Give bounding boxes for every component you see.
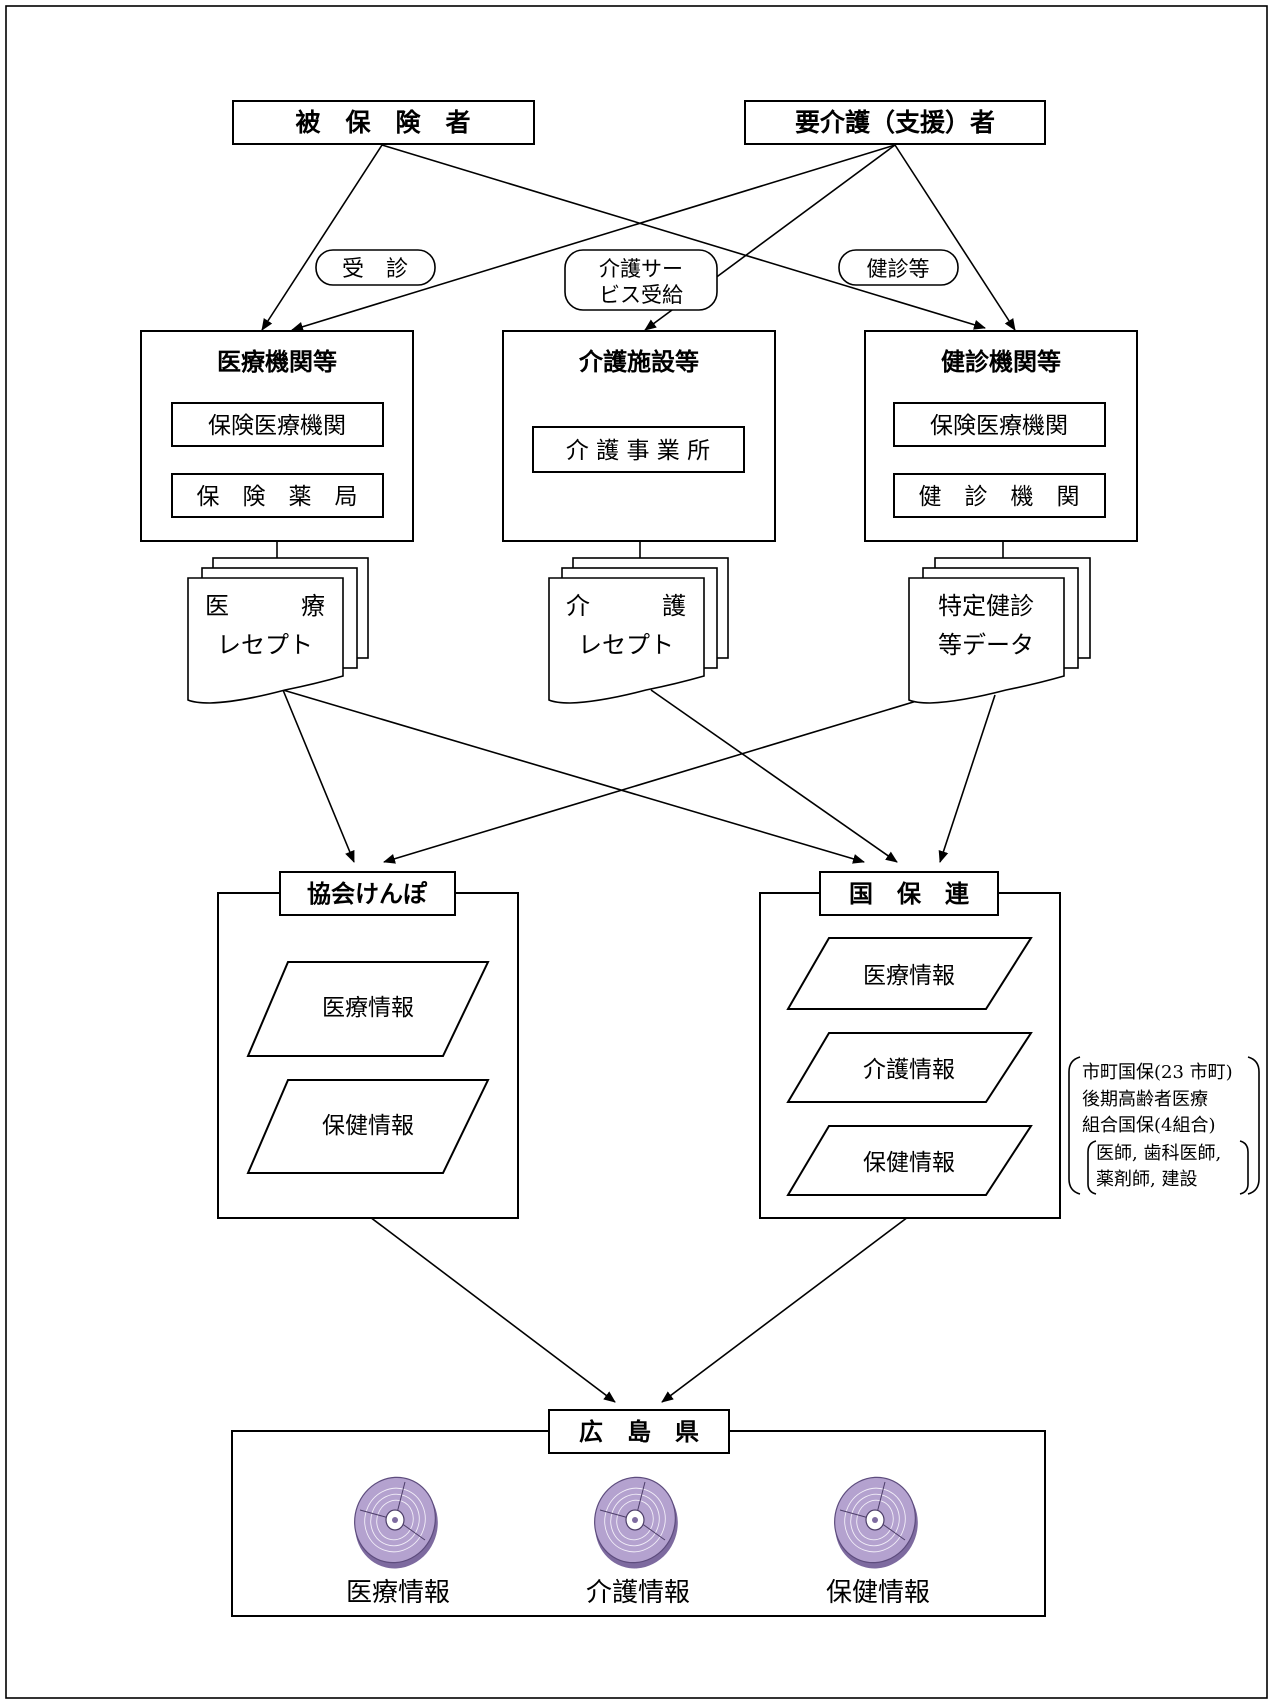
prefecture-item-3: 保健情報 (826, 1578, 930, 1608)
checkup-data-line-2: 等データ (938, 631, 1034, 659)
checkup-tag: 健診等 (838, 249, 959, 286)
checkup-data-line-1: 特定健診 (938, 592, 1034, 620)
arrow-insured-to-medical (261, 144, 383, 331)
care-provider-title: 介護施設等 (578, 348, 699, 376)
note-bracket-left (1068, 1056, 1081, 1195)
prefecture-item-2: 介護情報 (586, 1578, 690, 1608)
kyokai-item-2: 保健情報 (322, 1113, 414, 1139)
checkup-provider-title: 健診機関等 (941, 348, 1061, 376)
care-service-label-1: 介護サー (599, 257, 683, 281)
prefecture-box: 広 島 県 医療情報 介護情報 保健情報 (231, 1409, 1046, 1617)
arrow-kyokai-to-prefecture (369, 1216, 616, 1403)
checkup-provider-item-2: 健 診 機 関 (919, 484, 1080, 510)
note-sub-bracket-right (1239, 1140, 1249, 1195)
note-sub-line-1: 医師, 歯科医師, (1096, 1143, 1221, 1164)
arrow-kokuhoren-to-prefecture (661, 1216, 909, 1403)
disc-icon-medical (354, 1476, 438, 1569)
kokuhoren-box: 国 保 連 医療情報 介護情報 保健情報 (759, 871, 1061, 1219)
care-recipient-label: 要介護（支援）者 (795, 108, 995, 137)
consultation-tag: 受 診 (315, 249, 436, 286)
insured-label: 被 保 険 者 (295, 108, 470, 137)
note-bracket-right (1247, 1056, 1260, 1195)
care-provider-box: 介護施設等 介 護 事 業 所 (502, 330, 776, 542)
care-provider-item-1: 介 護 事 業 所 (566, 438, 710, 464)
care-receipt-line-1: 介 護 (566, 592, 686, 620)
note-line-1: 市町国保(23 市町) (1082, 1062, 1233, 1083)
checkup-label: 健診等 (867, 257, 930, 281)
medical-provider-title: 医療機関等 (217, 348, 337, 376)
arrow-medical-doc-to-kokuhoren (282, 689, 865, 864)
note-sub-line-2: 薬剤師, 建設 (1096, 1169, 1197, 1190)
checkup-data-doc: 特定健診 等データ (908, 557, 1091, 704)
arrow-care-recipient-to-medical (291, 144, 896, 332)
prefecture-item-1: 医療情報 (346, 1578, 450, 1608)
care-recipient-box: 要介護（支援）者 (744, 100, 1046, 145)
arrow-care-doc-to-kokuhoren (650, 689, 898, 863)
note-line-2: 後期高齢者医療 (1082, 1089, 1208, 1110)
disc-icon-care (594, 1476, 678, 1569)
kokuhoren-note: 市町国保(23 市町) 後期高齢者医療 組合国保(4組合) 医師, 歯科医師, … (1068, 1056, 1260, 1195)
medical-provider-item-2: 保 険 薬 局 (197, 484, 358, 510)
kokuhoren-item-3: 保健情報 (863, 1150, 955, 1176)
disc-icon-health (834, 1476, 918, 1569)
consultation-label: 受 診 (342, 257, 408, 282)
arrow-checkup-doc-to-kokuhoren (938, 694, 996, 863)
kyokai-box: 協会けんぽ 医療情報 保健情報 (217, 871, 519, 1219)
medical-provider-box: 医療機関等 保険医療機関 保 険 薬 局 (140, 330, 414, 542)
medical-provider-item-1: 保険医療機関 (208, 413, 346, 439)
care-receipt-line-2: レセプト (578, 631, 674, 659)
care-service-tag: 介護サー ビス受給 (564, 249, 718, 311)
arrow-care-recipient-to-checkup (894, 144, 1016, 331)
prefecture-title: 広 島 県 (579, 1418, 699, 1446)
arrow-insured-to-checkup (381, 144, 986, 330)
kokuhoren-title: 国 保 連 (849, 880, 970, 908)
checkup-provider-box: 健診機関等 保険医療機関 健 診 機 関 (864, 330, 1138, 542)
insured-box: 被 保 険 者 (232, 100, 535, 145)
medical-receipt-doc: 医 療 レセプト (187, 557, 369, 704)
medical-receipt-line-2: レセプト (217, 631, 313, 659)
arrow-checkup-doc-to-kyokai (383, 699, 921, 864)
outer-frame (5, 5, 1268, 1699)
arrow-medical-doc-to-kyokai (282, 689, 355, 863)
care-service-label-2: ビス受給 (599, 283, 683, 307)
kyokai-item-1: 医療情報 (322, 995, 414, 1021)
care-receipt-doc: 介 護 レセプト (548, 557, 729, 704)
kyokai-title: 協会けんぽ (307, 880, 428, 908)
checkup-provider-item-1: 保険医療機関 (930, 413, 1068, 439)
medical-receipt-line-1: 医 療 (205, 592, 325, 620)
note-sub-bracket-left (1087, 1140, 1097, 1195)
kokuhoren-item-2: 介護情報 (863, 1057, 955, 1083)
note-line-3: 組合国保(4組合) (1082, 1115, 1216, 1136)
kokuhoren-item-1: 医療情報 (863, 963, 955, 989)
